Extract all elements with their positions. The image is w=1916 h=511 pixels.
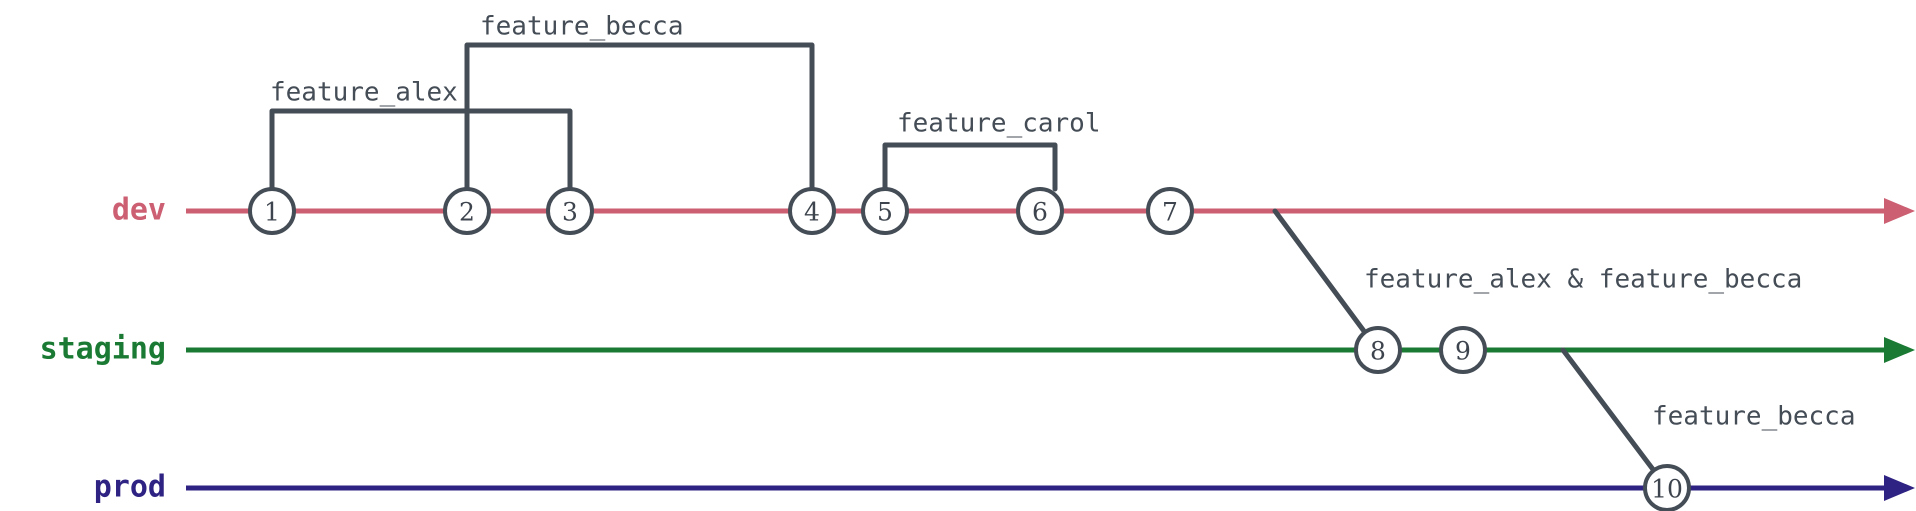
branch-label-dev: dev (112, 193, 166, 228)
commit-label-4: 4 (804, 198, 820, 227)
feature-bracket-alex (269, 108, 573, 192)
merge-lines-layer (1272, 208, 1670, 491)
commit-node[interactable]: 6 (1016, 187, 1064, 235)
commit-circle-2[interactable] (443, 187, 491, 235)
feature-brackets-layer (269, 42, 1058, 192)
feature-label-becca: feature_becca (480, 12, 684, 42)
commit-circle-9[interactable] (1439, 326, 1487, 374)
commit-label-1: 1 (264, 198, 280, 227)
feature-label-alex: feature_alex (270, 78, 458, 108)
commit-label-7: 7 (1162, 198, 1178, 227)
commit-label-5: 5 (877, 198, 893, 227)
feature-labels-layer: feature_alex feature_becca feature_carol (270, 12, 1101, 139)
feature-bracket-carol (882, 142, 1058, 192)
commit-label-8: 8 (1370, 337, 1386, 366)
commit-circle-6[interactable] (1016, 187, 1064, 235)
merge-line-staging-to-prod (1560, 347, 1670, 491)
merge-labels-layer: feature_alex & feature_becca feature_bec… (1364, 265, 1856, 432)
commit-node[interactable]: 5 (861, 187, 909, 235)
commit-node[interactable]: 10 (1643, 464, 1691, 511)
commit-label-6: 6 (1032, 198, 1048, 227)
commit-label-2: 2 (459, 198, 475, 227)
commit-circle-4[interactable] (788, 187, 836, 235)
commit-label-10: 10 (1651, 475, 1683, 504)
commit-node[interactable]: 2 (443, 187, 491, 235)
commit-node[interactable]: 9 (1439, 326, 1487, 374)
commit-circle-5[interactable] (861, 187, 909, 235)
commit-node[interactable]: 1 (248, 187, 296, 235)
commit-node[interactable]: 3 (546, 187, 594, 235)
commit-circle-10[interactable] (1643, 464, 1691, 511)
commit-node[interactable]: 8 (1354, 326, 1402, 374)
commit-node[interactable]: 4 (788, 187, 836, 235)
commit-nodes-layer: 1 2 3 4 5 6 7 (248, 187, 1691, 511)
commit-circle-8[interactable] (1354, 326, 1402, 374)
commit-circle-7[interactable] (1146, 187, 1194, 235)
commit-circle-1[interactable] (248, 187, 296, 235)
merge-label-staging-to-prod: feature_becca (1652, 402, 1856, 432)
merge-line-dev-to-staging (1272, 208, 1381, 353)
commit-node[interactable]: 7 (1146, 187, 1194, 235)
feature-bracket-becca (464, 42, 815, 192)
merge-label-dev-to-staging: feature_alex & feature_becca (1364, 265, 1802, 295)
branch-label-staging: staging (40, 332, 166, 367)
feature-label-carol: feature_carol (897, 109, 1101, 139)
commit-circle-3[interactable] (546, 187, 594, 235)
branch-label-prod: prod (94, 470, 166, 505)
commit-label-3: 3 (562, 198, 578, 227)
commit-label-9: 9 (1455, 337, 1471, 366)
branch-labels-layer: dev staging prod (40, 193, 166, 505)
branch-lines-layer (186, 198, 1915, 501)
